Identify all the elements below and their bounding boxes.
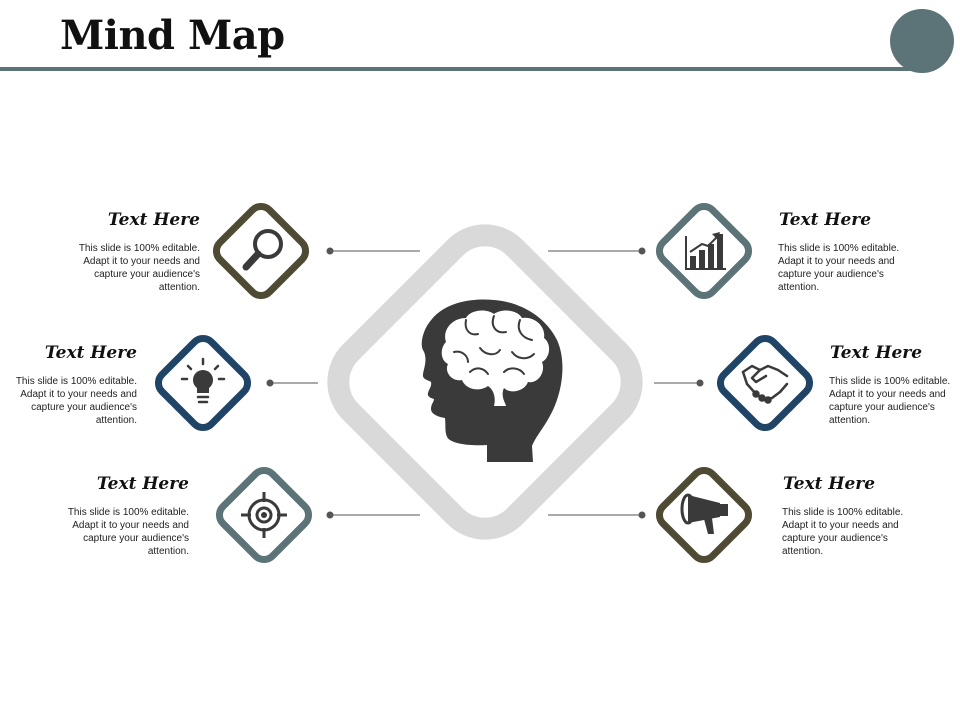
title-underline [0,67,925,71]
node-body-bottom-right: This slide is 100% editable. Adapt it to… [782,507,904,557]
connector-dots [266,247,704,519]
page-title: Mind Map [60,12,285,59]
brain-head-icon [421,299,563,462]
node-body-top-right: This slide is 100% editable. Adapt it to… [778,243,900,293]
megaphone-icon [680,493,728,534]
node-body-mid-right: This slide is 100% editable. Adapt it to… [829,376,951,426]
center-diamond-ring [327,224,643,540]
node-body-top-left: This slide is 100% editable. Adapt it to… [78,243,200,293]
node-body-mid-left: This slide is 100% editable. Adapt it to… [15,376,137,426]
node-title-mid-right: Text Here [830,343,923,363]
magnifier-icon [242,229,283,271]
node-title-bottom-right: Text Here [783,474,876,494]
connectors [270,250,700,516]
diamond-mid-right [716,334,814,432]
handshake-icon [741,364,789,404]
corner-circle-decoration [890,9,954,73]
node-title-top-left: Text Here [107,210,200,230]
node-body-bottom-left: This slide is 100% editable. Adapt it to… [67,507,189,557]
node-title-bottom-left: Text Here [96,474,189,494]
growth-chart-icon [685,232,726,270]
lightbulb-icon [180,357,226,404]
node-title-top-right: Text Here [779,210,872,230]
target-icon [241,492,287,538]
diamond-top-left [212,202,310,300]
node-title-mid-left: Text Here [44,343,137,363]
